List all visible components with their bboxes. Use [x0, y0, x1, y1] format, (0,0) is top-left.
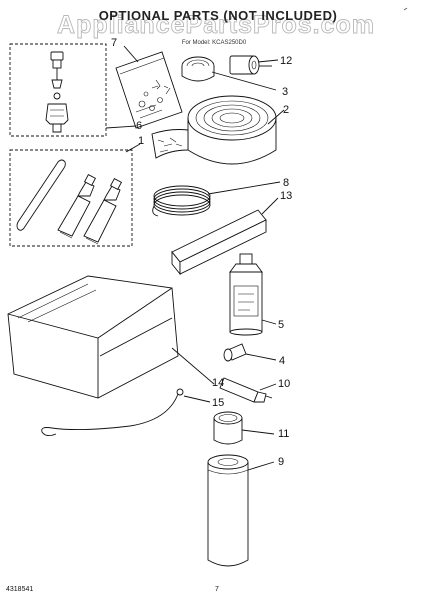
tie-cord-part — [41, 388, 184, 437]
drain-kit-box — [9, 43, 107, 137]
callout-1: 1 — [138, 135, 144, 147]
callout-5: 5 — [278, 319, 284, 331]
callout-6: 6 — [136, 120, 142, 132]
watermark: AppliancePartsPros.com — [57, 11, 375, 39]
callout-15: 15 — [212, 397, 224, 409]
foam-roll-small-part — [181, 56, 215, 82]
cleaner-bottle-part — [229, 253, 263, 336]
callout-3: 3 — [282, 86, 288, 98]
callout-11: 11 — [278, 428, 289, 440]
corner-mark — [403, 7, 408, 11]
wire-coil-part — [152, 185, 211, 217]
leader-lines — [105, 45, 285, 471]
callout-10: 10 — [278, 378, 290, 390]
callout-4: 4 — [279, 355, 285, 367]
sleeve-part — [213, 411, 243, 445]
grease-tube-part — [219, 377, 273, 403]
model-subtitle: For Model: KCAS250D0 — [182, 40, 247, 46]
callout-9: 9 — [278, 456, 284, 468]
shim-stick-part — [16, 159, 66, 231]
footer-page-number: 7 — [215, 586, 219, 593]
callout-14: 14 — [212, 377, 224, 389]
footer-doc-number: 4318541 — [6, 586, 33, 593]
callout-2: 2 — [283, 104, 289, 116]
page-title: OPTIONAL PARTS (NOT INCLUDED) — [99, 8, 338, 23]
aerosol-can-part — [207, 454, 249, 567]
callout-7: 7 — [111, 37, 117, 49]
callout-12: 12 — [280, 55, 292, 67]
adhesive-tube-b-part — [83, 177, 123, 245]
drain-plug-part — [223, 343, 247, 362]
hardware-bag-part — [115, 51, 183, 129]
callout-8: 8 — [283, 177, 289, 189]
insulation-roll-large-part — [151, 95, 277, 165]
unit-cover-part — [7, 275, 179, 399]
foam-block-part — [171, 209, 267, 276]
callout-13: 13 — [280, 190, 292, 202]
drain-fitting-part — [45, 51, 69, 133]
adhesive-tube-a-part — [57, 173, 97, 239]
sealant-kit-box — [9, 149, 133, 247]
tape-roll-part — [229, 55, 272, 75]
